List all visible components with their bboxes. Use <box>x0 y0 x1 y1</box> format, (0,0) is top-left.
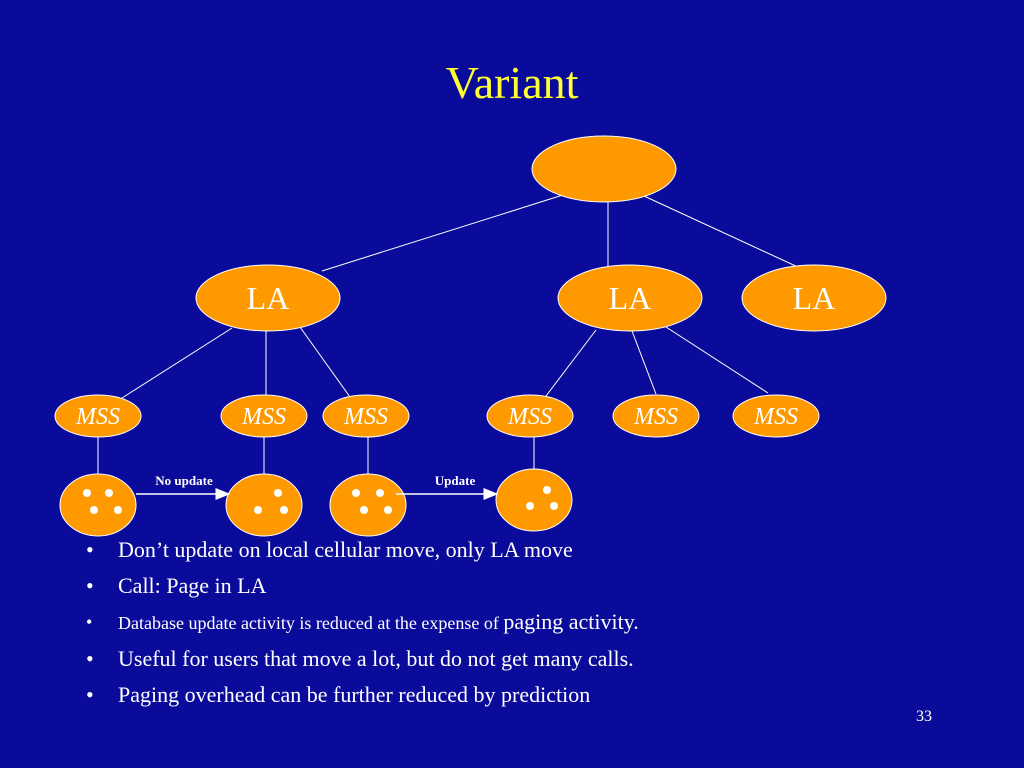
mss-node-2-label: MSS <box>241 404 286 430</box>
user-dot <box>376 489 384 497</box>
la-node-3-label: LA <box>793 280 836 316</box>
page-number: 33 <box>916 708 932 725</box>
bullet-item: Don’t update on local cellular move, onl… <box>80 532 980 568</box>
edge-la2-mss-4 <box>545 329 597 397</box>
bullet-text: Useful for users that move a lot, but do… <box>118 646 634 671</box>
user-dot <box>280 506 288 514</box>
la-node-2-label: LA <box>609 280 652 316</box>
user-dot <box>83 489 91 497</box>
user-dot <box>543 486 551 494</box>
mss-node-3 <box>322 394 410 438</box>
edge-root-la-1 <box>321 193 567 272</box>
root-node <box>531 135 677 203</box>
user-dot <box>384 506 392 514</box>
bullet-item: Paging overhead can be further reduced b… <box>80 677 980 713</box>
edge-la2-mss-6 <box>665 326 769 394</box>
bullet-item: Database update activity is reduced at t… <box>80 604 980 641</box>
la-node-1-label: LA <box>247 280 290 316</box>
la-node-1 <box>195 264 341 332</box>
user-dot <box>526 502 534 510</box>
user-dot <box>114 506 122 514</box>
user-dot <box>254 506 262 514</box>
mss-node-1 <box>54 394 142 438</box>
bullet-item: Call: Page in LA <box>80 568 980 604</box>
bullet-text: Paging overhead can be further reduced b… <box>118 682 591 707</box>
edge-root-la-3 <box>643 195 801 269</box>
user-dot <box>274 489 282 497</box>
bullet-item: Useful for users that move a lot, but do… <box>80 641 980 677</box>
bullet-text-tail: paging activity. <box>503 609 639 634</box>
mss-node-1-label: MSS <box>75 404 120 430</box>
cell-4 <box>495 468 573 532</box>
mss-node-6 <box>732 394 820 438</box>
cell-1 <box>59 473 137 537</box>
cell-3 <box>329 473 407 537</box>
mss-node-2 <box>220 394 308 438</box>
no-update-label: No update <box>155 473 213 488</box>
mss-node-4-label: MSS <box>507 404 552 430</box>
la-node-3 <box>741 264 887 332</box>
mss-node-4 <box>486 394 574 438</box>
bullet-list: Don’t update on local cellular move, onl… <box>80 532 980 713</box>
mss-node-5-label: MSS <box>633 404 678 430</box>
mss-node-6-label: MSS <box>753 404 798 430</box>
bullet-text: Don’t update on local cellular move, onl… <box>118 537 573 562</box>
mss-node-3-label: MSS <box>343 404 388 430</box>
user-dot <box>550 502 558 510</box>
edge-la2-mss-5 <box>631 330 657 395</box>
user-dot <box>352 489 360 497</box>
user-dot <box>90 506 98 514</box>
update-label: Update <box>435 473 476 488</box>
user-dot <box>360 506 368 514</box>
la-node-2 <box>557 264 703 332</box>
mss-node-5 <box>612 394 700 438</box>
slide-title: Variant <box>445 57 579 108</box>
user-dot <box>105 489 113 497</box>
cell-2 <box>225 473 303 537</box>
bullet-text: Call: Page in LA <box>118 573 267 598</box>
edge-la1-mss-3 <box>299 326 351 398</box>
bullet-text: Database update activity is reduced at t… <box>118 613 504 633</box>
edge-la1-mss-1 <box>121 327 233 399</box>
